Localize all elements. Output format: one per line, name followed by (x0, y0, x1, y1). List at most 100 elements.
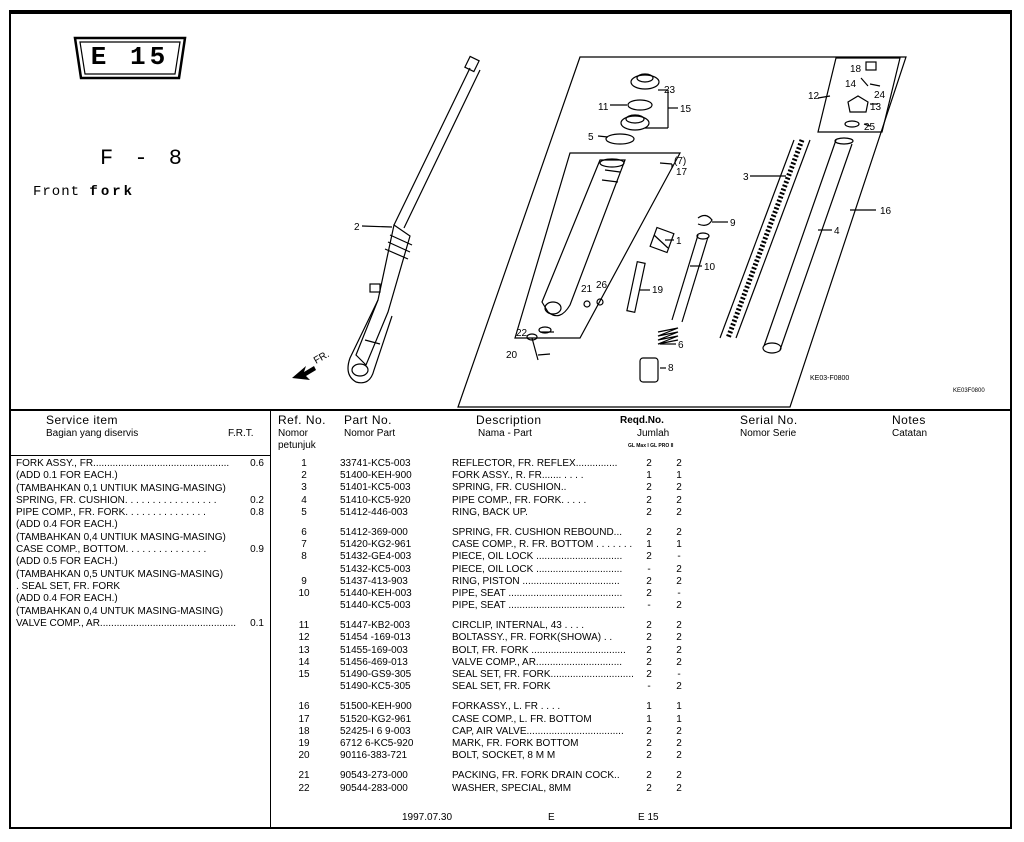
hdr-description-id: Nama - Part (478, 428, 532, 439)
part-description: SPRING, FR. CUSHION REBOUND... (452, 526, 623, 538)
part-number: 51420-KG2-961 (340, 539, 412, 551)
callout-8: 8 (668, 363, 674, 374)
service-item-row: (ADD 0.4 FOR EACH.) (16, 519, 266, 531)
part-ref: 2 (301, 470, 307, 482)
badge-code: E 15 (90, 42, 170, 72)
hdr-serial: Serial No. (740, 413, 798, 427)
figure-code: F - 8 (100, 146, 187, 171)
part-number: 52425-I 6 9-003 (340, 725, 411, 737)
service-item-row: CASE COMP., BOTTOM. . . . . . . . . . . … (16, 544, 266, 556)
front-arrow (292, 366, 316, 380)
part-ref: 1 (301, 458, 307, 469)
part-ref: 3 (301, 482, 307, 494)
part-qty-gl-max: 2 (646, 506, 652, 518)
exploded-box (457, 56, 907, 408)
fork-assembly (347, 55, 481, 384)
part-row: 12 51454 -169-013 BOLTASSY., FR. FORK(SHOW… (276, 632, 996, 644)
top-rule (9, 10, 1012, 13)
group-gap (276, 762, 996, 770)
callout-3: 3 (743, 172, 749, 183)
part-number: 90543-273-000 (340, 770, 408, 782)
service-item-text: CASE COMP., BOTTOM. . . . . . . . . . . … (16, 544, 207, 556)
part-description: RING, PISTON ...........................… (452, 575, 620, 587)
service-item-text: SPRING, FR. CUSHION. . . . . . . . . . .… (16, 494, 217, 506)
part-ref: 7 (301, 539, 307, 551)
part-number: 51447-KB2-003 (340, 620, 411, 632)
hdr-serial-id: Nomor Serie (740, 428, 797, 439)
part-qty-gl-max: 2 (646, 587, 652, 599)
part-qty-gl-max: 2 (646, 620, 652, 632)
part-number: 51401-KC5-003 (340, 482, 411, 494)
part-qty-gl-pro: 2 (676, 482, 682, 494)
part-description: FORKASSY., L. FR . . . . (452, 701, 561, 713)
part-description: CIRCLIP, INTERNAL, 43 . . . . (452, 620, 585, 632)
column-separator (270, 409, 271, 829)
part-qty-gl-max: 2 (646, 575, 652, 587)
part-qty-gl-max: 1 (646, 539, 652, 551)
callout-16: 16 (880, 206, 892, 217)
hdr-notes: Notes (892, 413, 926, 427)
service-item-text: VALVE COMP., AR.........................… (16, 617, 237, 629)
hdr-reqd-sub: GL Max I GL PRO II (628, 443, 674, 449)
part-description: CAP, AIR VALVE..........................… (452, 725, 624, 737)
callout-2: 2 (354, 222, 360, 233)
part-number: 90116-383-721 (340, 750, 408, 762)
service-item-row: VALVE COMP., AR.........................… (16, 618, 266, 630)
part-description: REFLECTOR, FR. REFLEX............... (452, 458, 618, 469)
table-top-rule (9, 409, 1012, 411)
part-description: PIPE COMP., FR. FORK. . . . . (452, 494, 587, 506)
service-item-frt: 0.6 (250, 458, 264, 469)
part-ref: 5 (301, 506, 307, 518)
part-description: BOLTASSY., FR. FORK(SHOWA) . . (452, 632, 613, 644)
part-description: BOLT, FR. FORK .........................… (452, 644, 626, 656)
part-number: 51412-446-003 (340, 506, 408, 518)
callout-24: 24 (874, 90, 886, 101)
service-item-text: (ADD 0.1 FOR EACH.) (16, 470, 118, 482)
service-item-text: (ADD 0.4 FOR EACH.) (16, 593, 118, 605)
part-number: 6712 6-KC5-920 (340, 737, 414, 749)
service-item-row: (ADD 0.5 FOR EACH.) (16, 556, 266, 568)
part-ref: 19 (298, 737, 310, 749)
part-qty-gl-max: 2 (646, 482, 652, 494)
part-qty-gl-max: 2 (646, 782, 652, 794)
figure-title-a: Front (33, 184, 90, 200)
service-item-text: FORK ASSY., FR..........................… (16, 458, 230, 469)
part-ref: 10 (298, 587, 310, 599)
part-description: SEAL SET, FR. FORK (452, 681, 551, 693)
part-description: FORK ASSY., R. FR....... . . . . (452, 470, 584, 482)
callout-26: 26 (596, 280, 608, 291)
part-qty-gl-max: 2 (646, 770, 652, 782)
group-gap (276, 519, 996, 527)
part-qty-gl-max: 2 (646, 669, 652, 680)
part-ref: 13 (298, 644, 310, 656)
service-item-text: (ADD 0.4 FOR EACH.) (16, 519, 118, 531)
part-ref: 8 (301, 551, 307, 563)
part-qty-gl-max: 2 (646, 632, 652, 644)
callout-12: 12 (808, 91, 820, 102)
part-description: VALVE COMP., AR.........................… (452, 656, 623, 668)
part-qty-gl-max: 2 (646, 458, 652, 469)
part-qty-gl-max: 1 (646, 713, 652, 725)
fr-label: FR. (312, 349, 331, 367)
part-description: PACKING, FR. FORK DRAIN COCK.. (452, 770, 620, 782)
callout-labels: 18 14 12 24 13 25 23 11 15 5 (7) 17 3 9 … (312, 64, 985, 394)
part-number: 51437-413-903 (340, 575, 408, 587)
part-qty-gl-pro: 1 (676, 701, 682, 713)
part-qty-gl-pro: 2 (676, 575, 682, 587)
part-number: 51454 -169-013 (340, 632, 411, 644)
part-ref: 12 (298, 632, 310, 644)
part-number: 51490-KC5-305 (340, 681, 411, 693)
